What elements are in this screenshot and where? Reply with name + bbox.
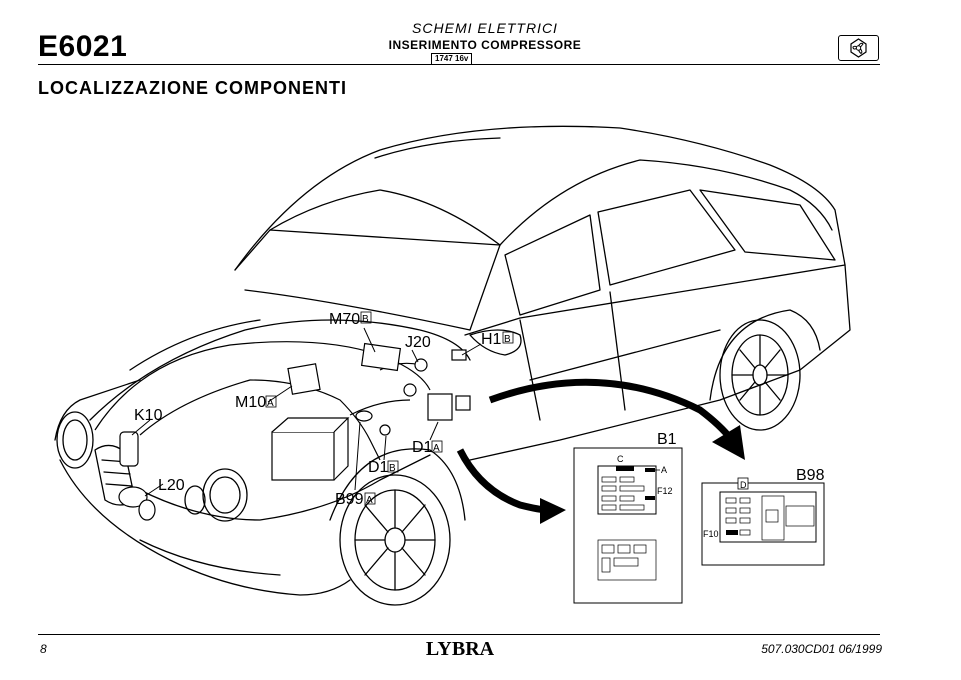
tag-d1b: B [389, 463, 396, 474]
tag-box-b99 [364, 492, 376, 505]
tag-m70: B [362, 314, 369, 325]
document-reference: 507.030CD01 06/1999 [761, 642, 882, 656]
m70-component [360, 342, 402, 372]
b1-label-c: C [617, 454, 624, 464]
b98-label-f10: F10 [703, 529, 719, 539]
b1-panel [573, 447, 683, 604]
page-code: E6021 [38, 30, 128, 63]
brand-logo: LYBRA [425, 638, 495, 660]
tag-box-d [737, 477, 749, 490]
fuse-box-b1 [427, 393, 453, 421]
component-labels: M70 B J20 H1 B M10 A K10 D1 A D1 B L20 B… [134, 311, 514, 508]
l20-pulley [138, 499, 156, 521]
b98-relay-block [719, 491, 817, 543]
page-number: 8 [40, 642, 47, 656]
h1-switch [451, 349, 467, 361]
b1-label-f12: F12 [657, 486, 673, 496]
battery [271, 431, 335, 481]
label-l20: L20 [158, 477, 185, 494]
tag-m10: A [267, 398, 274, 409]
m10-component [287, 363, 321, 395]
label-h1: H1 [481, 331, 502, 348]
label-b99: B99 [335, 491, 364, 508]
leader-lines [131, 327, 482, 497]
header-rule [38, 64, 880, 65]
tag-box-d1b [387, 460, 399, 473]
relay-b98 [455, 395, 471, 411]
header-subtitle: INSERIMENTO COMPRESSORE [388, 38, 582, 52]
l20-compressor [118, 486, 148, 508]
label-k10: K10 [134, 407, 163, 424]
arrow-to-b1-head [540, 498, 566, 524]
battery-top [271, 417, 350, 433]
b1-fuse-a [645, 468, 655, 472]
detail-b98: B98 D F10 [701, 467, 825, 566]
tag-d1a: A [433, 443, 440, 454]
d1b-connector [379, 424, 391, 436]
label-d1b: D1 [368, 459, 389, 476]
arrow-to-b98 [488, 378, 735, 443]
tag-box-d1a [431, 440, 443, 453]
fan-icon [838, 35, 879, 61]
label-m70: M70 [329, 311, 360, 328]
car-outline [54, 125, 851, 606]
b98-fuse-f10 [726, 530, 738, 535]
label-b1: B1 [657, 431, 677, 448]
header-title: SCHEMI ELETTRICI [412, 20, 558, 36]
tag-h1: B [504, 334, 511, 345]
b1-fuse-c [616, 466, 634, 471]
detail-b1: B1 C A F12 [573, 431, 683, 604]
b98-panel [701, 482, 825, 566]
tag-box-h1 [502, 331, 514, 344]
label-d1a: D1 [412, 439, 433, 456]
d1a-connector [403, 383, 417, 397]
battery-side [333, 418, 349, 481]
label-m10: M10 [235, 394, 266, 411]
tag-b99: A [366, 495, 373, 506]
tag-box-m70 [360, 311, 372, 324]
components [118, 342, 471, 521]
section-title: LOCALIZZAZIONE COMPONENTI [38, 78, 347, 98]
b98-label-d: D [740, 480, 747, 490]
b99-connector [355, 410, 373, 422]
b1-label-a: A [661, 465, 667, 475]
tag-box-m10 [265, 395, 277, 408]
j20-connector [414, 358, 428, 372]
label-b98: B98 [796, 467, 825, 484]
detail-arrows [456, 378, 745, 524]
arrow-to-b98-head [712, 425, 745, 460]
k10-relay [119, 431, 139, 467]
b1-fuse-f12 [645, 496, 655, 500]
label-j20: J20 [405, 334, 431, 351]
footer-rule [38, 634, 880, 635]
